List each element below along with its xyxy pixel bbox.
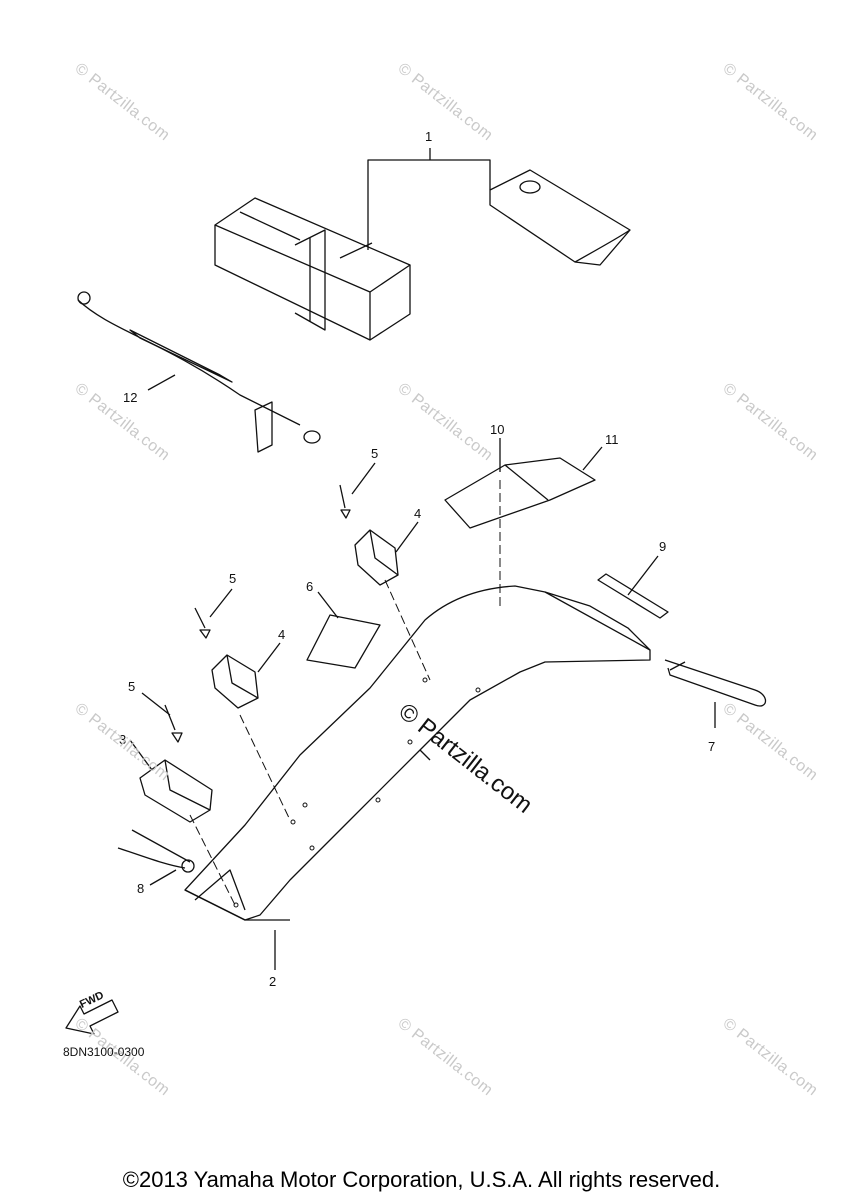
callout-7: 7 [708,739,716,754]
leader-12 [147,374,176,391]
leader-4a [395,521,419,553]
callout-1: 1 [425,129,433,144]
callout-5a: 5 [371,446,379,461]
leader-5b [209,588,233,618]
leader-6 [317,591,339,619]
leader-4b [257,642,281,673]
callout-9: 9 [659,539,667,554]
rod-part [664,659,767,707]
screw-part [194,607,211,639]
callout-3: 3 [119,732,127,747]
pin-part [117,829,195,873]
callout-4b: 4 [278,627,286,642]
diagram-code: 8DN3100-0300 [63,1045,145,1059]
leader-3 [129,739,153,771]
callout-12: 12 [123,390,138,405]
clip-part [354,529,399,586]
strip-part [597,573,669,619]
callout-5b: 5 [229,571,237,586]
label-plate-part [306,614,381,669]
decal-part [444,457,596,529]
callout-5c: 5 [128,679,136,694]
leader-8 [149,869,177,886]
tool-cover-part [489,169,631,266]
guard-plate-part [184,585,651,921]
fwd-arrow-icon [65,999,119,1035]
bracket-part [139,759,213,823]
copyright-footer: ©2013 Yamaha Motor Corporation, U.S.A. A… [122,1167,721,1192]
leader-1 [367,148,491,250]
callout-10: 10 [490,422,505,437]
screw-part [339,484,351,519]
plate-holes [233,677,481,908]
clip-part [211,654,259,709]
callout-11: 11 [605,432,619,447]
leader-9 [627,555,659,596]
callout-8: 8 [137,881,145,896]
leader-5a [351,462,376,495]
leader-11 [582,446,603,471]
tool-bag-part [214,197,411,341]
callout-6: 6 [306,579,314,594]
callout-4a: 4 [414,506,422,521]
alignment-lines [189,480,501,906]
callout-2: 2 [269,974,277,989]
leader-5c [141,692,171,716]
cable-part [77,291,321,453]
screw-part [164,704,183,743]
